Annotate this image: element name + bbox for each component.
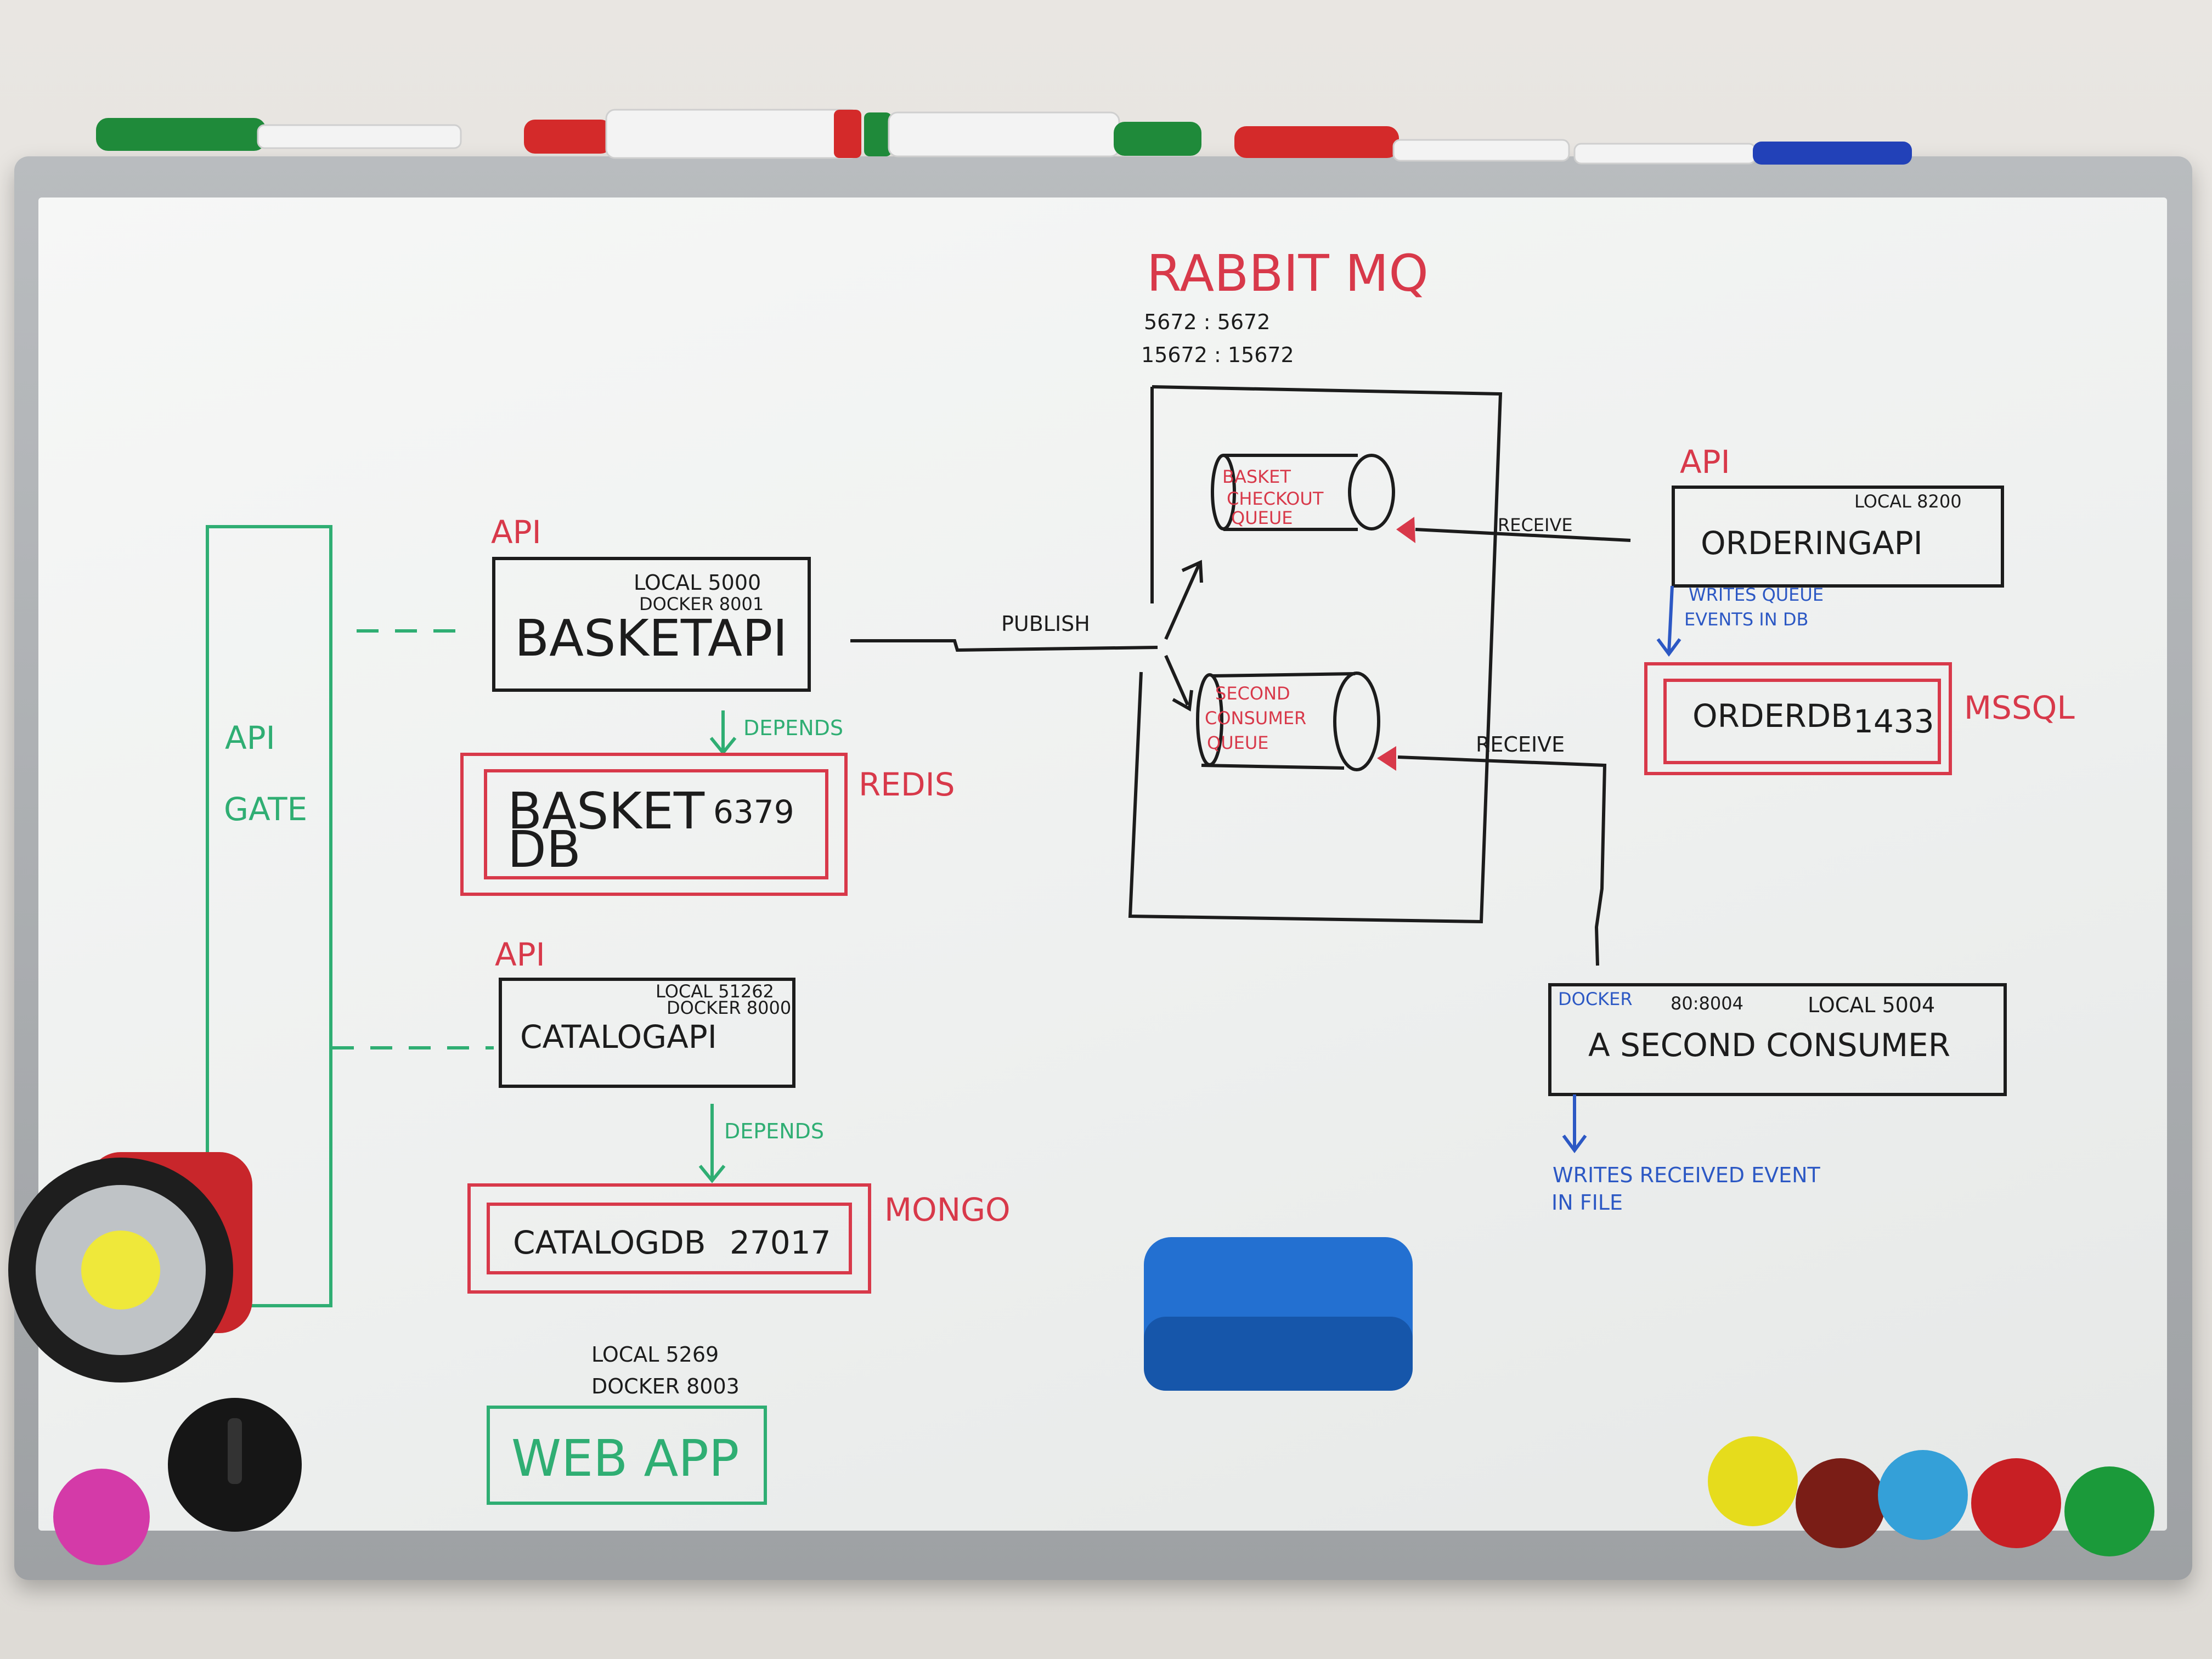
catalog-db-engine: MONGO: [884, 1191, 1011, 1228]
web-app-block: LOCAL 5269 DOCKER 8003 WEB APP: [487, 1342, 767, 1505]
api-gateway: API GATE: [206, 525, 494, 1307]
rabbitmq-port-amqp: 5672 : 5672: [1144, 310, 1270, 334]
pink-magnet: [53, 1469, 150, 1565]
basket-api-tag: API: [491, 514, 541, 551]
web-app-port-docker: DOCKER 8003: [591, 1374, 740, 1398]
blue-marker[interactable]: [1573, 142, 1912, 165]
whiteboard-surface: [38, 198, 2167, 1531]
catalog-db-port: 27017: [730, 1224, 831, 1261]
consumer-name: A SECOND CONSUMER: [1588, 1026, 1950, 1064]
basket-api-block: API LOCAL 5000 DOCKER 8001 BASKETAPI DEP…: [460, 514, 955, 896]
basket-db-name-1: BASKET: [507, 782, 705, 840]
ordering-db-engine: MSSQL: [1964, 689, 2075, 726]
consumer-note-line2: IN FILE: [1551, 1190, 1623, 1215]
web-app-name: WEB APP: [511, 1429, 739, 1488]
receive2-label: RECEIVE: [1476, 732, 1565, 757]
basket-depends-label: DEPENDS: [743, 716, 843, 740]
basket-db-engine: REDIS: [859, 766, 955, 803]
catalog-api-port-local: LOCAL 51262: [656, 981, 774, 1002]
red-marker[interactable]: [524, 109, 861, 159]
catalog-api-tag: API: [495, 936, 545, 973]
catalog-db-name: CATALOGDB: [513, 1224, 706, 1261]
colored-magnets: [1708, 1436, 2154, 1556]
second-consumer-queue: SECOND CONSUMER QUEUE: [1196, 672, 1380, 771]
rabbitmq-title: RABBIT MQ: [1147, 244, 1429, 303]
green-marker[interactable]: [96, 118, 462, 151]
queue2-line1: SECOND: [1215, 683, 1290, 704]
api-gateway-line2: GATE: [224, 791, 307, 828]
basket-api-port-docker: DOCKER 8001: [639, 594, 764, 614]
web-app-port-local: LOCAL 5269: [591, 1342, 719, 1367]
queue2-line2: CONSUMER: [1205, 708, 1306, 729]
basket-checkout-queue: BASKET CHECKOUT QUEUE: [1211, 454, 1395, 531]
basket-db-name-2: DB: [507, 820, 581, 879]
consumer-local-port: LOCAL 5004: [1808, 993, 1935, 1017]
ordering-note-line2: EVENTS IN DB: [1684, 609, 1808, 630]
ordering-db-name: ORDERDB: [1692, 697, 1853, 735]
publish-label: PUBLISH: [1001, 612, 1090, 636]
consumer-note-line1: WRITES RECEIVED EVENT: [1553, 1163, 1821, 1187]
red-marker-2[interactable]: [1234, 126, 1570, 162]
ordering-api-tag: API: [1680, 443, 1730, 481]
catalog-depends-label: DEPENDS: [724, 1119, 824, 1143]
ordering-db-port: 1433: [1853, 703, 1934, 740]
markers-tray: [96, 109, 1912, 165]
ordering-note-line1: WRITES QUEUE: [1689, 584, 1824, 605]
basket-api-name: BASKETAPI: [515, 609, 788, 668]
ordering-api-name: ORDERINGAPI: [1701, 524, 1923, 562]
green-marker-2[interactable]: [864, 111, 1201, 157]
catalog-api-port-docker: DOCKER 8000: [667, 997, 791, 1018]
basket-api-port-local: LOCAL 5000: [634, 571, 761, 595]
basket-db-port: 6379: [713, 793, 794, 831]
consumer-docker-ports: 80:8004: [1671, 993, 1743, 1014]
rabbitmq-port-management: 15672 : 15672: [1141, 343, 1294, 367]
queue2-line3: QUEUE: [1207, 732, 1268, 753]
flashlight-magnet: [8, 1152, 252, 1383]
blue-eraser[interactable]: [1144, 1237, 1413, 1391]
catalog-api-name: CATALOGAPI: [520, 1018, 717, 1056]
queue1-line2: CHECKOUT: [1227, 488, 1324, 509]
black-knob-magnet: [168, 1398, 302, 1532]
consumer-docker-label: DOCKER: [1558, 989, 1633, 1009]
ordering-api-block: API LOCAL 8200 ORDERINGAPI WRITES QUEUE …: [1644, 443, 2075, 775]
second-consumer-block: DOCKER 80:8004 LOCAL 5004 A SECOND CONSU…: [1548, 983, 2007, 1215]
rabbitmq-block: RABBIT MQ 5672 : 5672 15672 : 15672 PUBL…: [850, 244, 1631, 966]
api-gateway-line1: API: [225, 719, 275, 757]
queue1-line3: QUEUE: [1231, 507, 1293, 528]
queue1-line1: BASKET: [1222, 466, 1291, 487]
receive1-label: RECEIVE: [1498, 515, 1573, 535]
catalog-api-block: API LOCAL 51262 DOCKER 8000 CATALOGAPI D…: [467, 936, 1011, 1294]
ordering-api-port: LOCAL 8200: [1854, 491, 1962, 512]
